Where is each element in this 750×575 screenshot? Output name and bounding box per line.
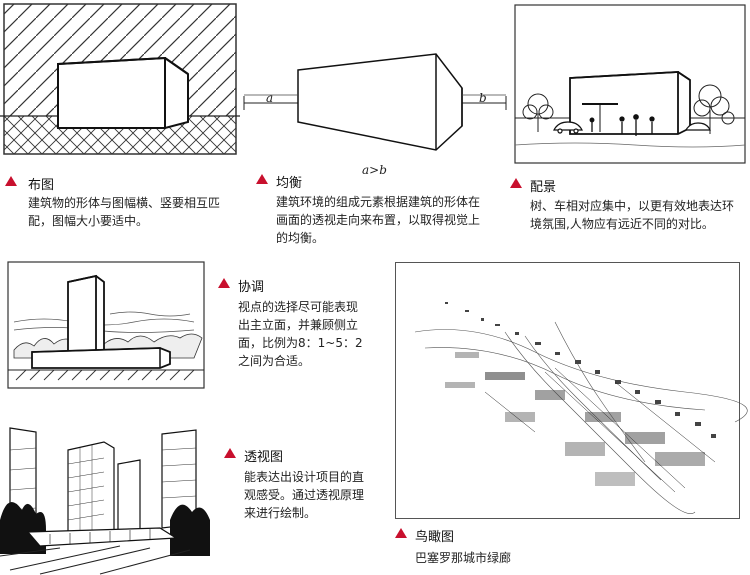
panel-description: 建筑环境的组成元素根据建筑的形体在画面的透视走向来布置，以取得视觉上的均衡。 [276, 195, 481, 245]
label-a: a [266, 91, 273, 105]
panel-description: 能表达出设计项目的直观感受。通过透视原理来进行绘制。 [244, 470, 365, 520]
harmony-sketch [7, 261, 205, 389]
triangle-marker-icon [256, 174, 268, 184]
label-a-greater-b: a>b [362, 163, 387, 177]
panel-scenery: 配景 树、车相对应集中，以更有效地表达环境氛围,人物应有远近不同的对比。 [510, 0, 750, 250]
panel-title: 鸟瞰图 [415, 530, 455, 545]
panel-aerial: 鸟瞰图 巴塞罗那城市绿廊 [385, 262, 750, 575]
panel-description: 建筑物的形体与图幅横、竖要相互匹配，图幅大小要适中。 [28, 196, 221, 228]
layout-sketch [0, 3, 240, 155]
panel-title: 协调 [238, 280, 265, 295]
panel-title: 布图 [28, 178, 55, 193]
triangle-marker-icon [395, 528, 407, 538]
panel-title: 透视图 [244, 450, 284, 465]
label-b: b [479, 91, 487, 105]
panel-title: 均衡 [276, 176, 303, 191]
triangle-marker-icon [224, 448, 236, 458]
scenery-sketch [514, 4, 746, 164]
panel-layout: 布图 建筑物的形体与图幅横、竖要相互匹配，图幅大小要适中。 [0, 0, 240, 240]
aerial-sketch [414, 302, 748, 514]
panel-description: 树、车相对应集中，以更有效地表达环境氛围,人物应有远近不同的对比。 [530, 199, 735, 231]
panel-title: 配景 [530, 180, 557, 195]
aerial-frame [395, 262, 740, 519]
triangle-marker-icon [5, 176, 17, 186]
panel-harmony: 协调 视点的选择尽可能表现出主立面，并兼顾侧立面，比例为8：1~5：2之间为合适… [0, 258, 380, 398]
panel-balance: a b a>b 均衡 建筑环境的组成元素根据建筑的形体在画面的透视走向来布置，以… [240, 0, 510, 260]
panel-perspective: 透视图 能表达出设计项目的直观感受。通过透视原理来进行绘制。 [0, 420, 380, 575]
perspective-sketch [0, 427, 210, 575]
triangle-marker-icon [218, 278, 230, 288]
balance-sketch: a b a>b [243, 53, 507, 177]
triangle-marker-icon [510, 178, 522, 188]
panel-description: 视点的选择尽可能表现出主立面，并兼顾侧立面，比例为8：1~5：2之间为合适。 [238, 300, 363, 368]
panel-description: 巴塞罗那城市绿廊 [415, 551, 512, 565]
